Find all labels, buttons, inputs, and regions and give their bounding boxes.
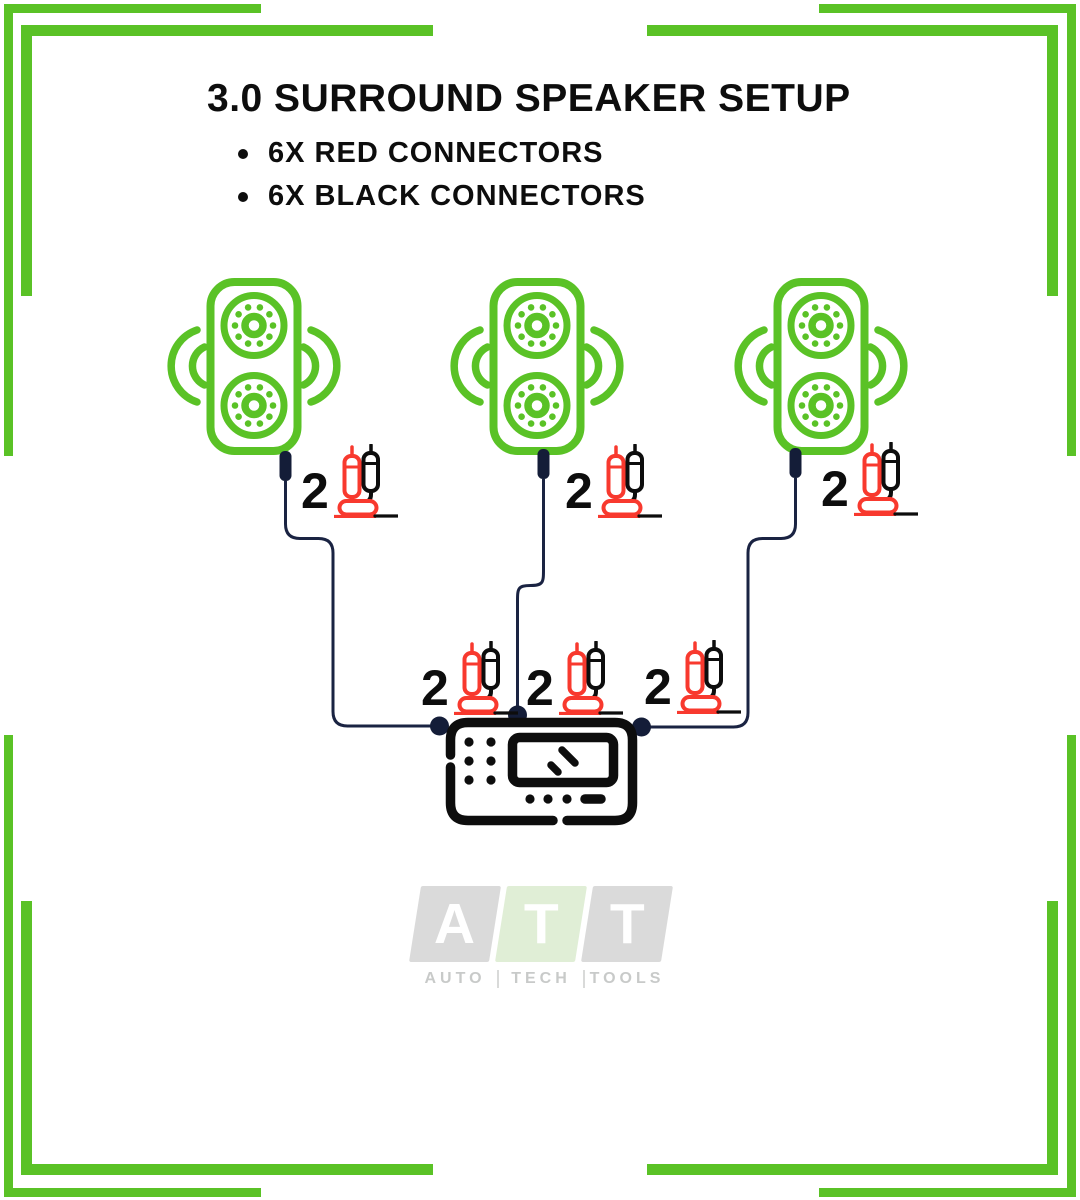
speaker-icon-left [167, 278, 341, 455]
logo-word-tech: TECH [511, 970, 571, 987]
banana-connectors-icon [853, 442, 918, 516]
logo-word-divider [497, 970, 499, 988]
bullet-label: 6X BLACK CONNECTORS [268, 180, 646, 212]
page-title: 3.0 SURROUND SPEAKER SETUP [207, 77, 851, 120]
speaker-driver [503, 372, 571, 439]
receiver-icon [445, 717, 638, 826]
receiver-display [507, 732, 619, 788]
connector-group-bottom-left: 2 [421, 641, 518, 715]
speaker-driver [787, 292, 855, 359]
bullet-label: 6X RED CONNECTORS [268, 137, 604, 169]
sound-waves-icon [450, 326, 624, 406]
frame-inner-top-right [647, 25, 1058, 296]
connector-group-top-left: 2 [301, 444, 398, 518]
connector-count: 2 [526, 660, 554, 716]
banana-connectors-icon [558, 641, 623, 715]
logo-letter: T [523, 891, 559, 956]
speaker-plug-icon [279, 448, 802, 481]
sound-waves-icon [167, 326, 341, 406]
frame-outer-top-right [819, 4, 1076, 456]
banana-connectors-icon [597, 444, 662, 518]
banana-connectors-icon [676, 640, 741, 714]
speaker-driver [220, 292, 288, 359]
frame-inner-top-left [21, 25, 433, 296]
att-logo-blocks: A T T [408, 886, 674, 962]
bullet-item-red-connectors: 6X RED CONNECTORS [238, 137, 646, 169]
att-logo-words: AUTO TECH TOOLS [415, 970, 667, 988]
bullet-item-black-connectors: 6X BLACK CONNECTORS [238, 180, 646, 212]
receiver-button-dots [464, 737, 496, 785]
logo-letter: T [609, 891, 645, 956]
frame-outer-bottom-left [4, 735, 261, 1197]
logo-block-a: A [408, 886, 502, 962]
att-logo: A T T AUTO TECH TOOLS [408, 886, 674, 988]
bullet-list: 6X RED CONNECTORS 6X BLACK CONNECTORS [238, 137, 646, 212]
bullet-dot [238, 148, 248, 159]
logo-word-divider [583, 970, 585, 988]
connector-group-top-right: 2 [821, 442, 918, 516]
speaker-driver [220, 372, 288, 439]
frame-inner-bottom-left [21, 901, 433, 1175]
sound-waves-icon [734, 326, 908, 406]
logo-word-tools: TOOLS [589, 970, 665, 987]
display-shine [547, 746, 579, 776]
connector-group-bottom-center: 2 [526, 641, 623, 715]
connector-count: 2 [821, 461, 849, 517]
connector-count: 2 [301, 463, 329, 519]
logo-letter: A [434, 891, 476, 956]
frame-inner-bottom-right [647, 901, 1058, 1175]
speaker-icon-right [734, 278, 908, 455]
banana-connectors-icon [333, 444, 398, 518]
frame-outer-bottom-right [819, 735, 1076, 1197]
logo-block-t1: T [494, 886, 588, 962]
speaker-driver [503, 292, 571, 359]
logo-block-t2: T [580, 886, 674, 962]
connector-group-bottom-right: 2 [644, 640, 741, 714]
speaker-icon-center [450, 278, 624, 455]
connector-count: 2 [565, 463, 593, 519]
connector-count: 2 [421, 660, 449, 716]
connector-group-top-center: 2 [565, 444, 662, 518]
banana-connectors-icon [453, 641, 518, 715]
bullet-dot [238, 191, 248, 202]
frame-outer-top-left [4, 4, 261, 456]
speaker-driver [787, 372, 855, 439]
logo-word-auto: AUTO [424, 970, 486, 987]
speaker-wire [284, 478, 797, 729]
connector-count: 2 [644, 659, 672, 715]
receiver-controls [525, 794, 606, 804]
